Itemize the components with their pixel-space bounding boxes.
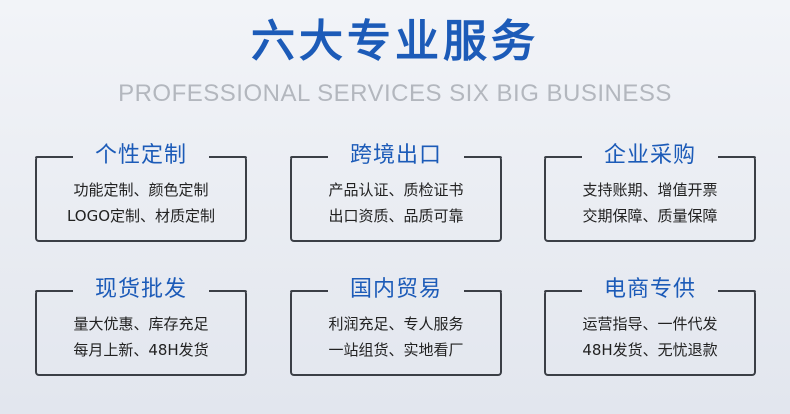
card-border-segment <box>464 290 502 292</box>
card-border-segment <box>718 156 756 158</box>
card-title: 国内贸易 <box>349 277 442 302</box>
page-subtitle: PROFESSIONAL SERVICES SIX BIG BUSINESS <box>118 80 672 107</box>
card-border-segment <box>209 290 247 292</box>
card-border-segment <box>290 156 328 158</box>
service-card-ecommerce: 电商专供 运营指导、一件代发 48H发货、无忧退款 <box>544 277 756 376</box>
card-title: 电商专供 <box>603 277 696 302</box>
card-border-segment <box>35 290 73 292</box>
service-card-wholesale: 现货批发 量大优惠、库存充足 每月上新、48H发货 <box>35 277 247 376</box>
card-text: 量大优惠、库存充足 <box>73 315 209 333</box>
card-text: 运营指导、一件代发 <box>582 315 718 333</box>
card-text: 支持账期、增值开票 <box>582 181 718 199</box>
card-border-segment <box>290 290 328 292</box>
card-text: 一站组货、实地看厂 <box>328 341 464 359</box>
card-title: 企业采购 <box>603 143 696 168</box>
card-border-segment <box>35 156 73 158</box>
card-text: 功能定制、颜色定制 <box>73 181 209 199</box>
page-title: 六大专业服务 <box>251 16 539 67</box>
card-border-segment <box>209 156 247 158</box>
card-border-segment <box>718 290 756 292</box>
card-text: 48H发货、无忧退款 <box>582 341 718 359</box>
card-text: LOGO定制、材质定制 <box>66 207 216 225</box>
service-card-custom: 个性定制 功能定制、颜色定制 LOGO定制、材质定制 <box>35 143 247 242</box>
service-card-export: 跨境出口 产品认证、质检证书 出口资质、品质可靠 <box>290 143 502 242</box>
service-card-domestic: 国内贸易 利润充足、专人服务 一站组货、实地看厂 <box>290 277 502 376</box>
card-title: 现货批发 <box>94 277 187 302</box>
card-border-segment <box>544 290 582 292</box>
card-text: 产品认证、质检证书 <box>328 181 464 199</box>
card-text: 交期保障、质量保障 <box>582 207 718 225</box>
card-border-segment <box>544 156 582 158</box>
card-text: 出口资质、品质可靠 <box>328 207 464 225</box>
card-border-segment <box>464 156 502 158</box>
card-text: 利润充足、专人服务 <box>328 315 464 333</box>
service-card-procurement: 企业采购 支持账期、增值开票 交期保障、质量保障 <box>544 143 756 242</box>
card-title: 个性定制 <box>94 143 187 168</box>
card-text: 每月上新、48H发货 <box>73 341 209 359</box>
card-title: 跨境出口 <box>349 143 442 168</box>
